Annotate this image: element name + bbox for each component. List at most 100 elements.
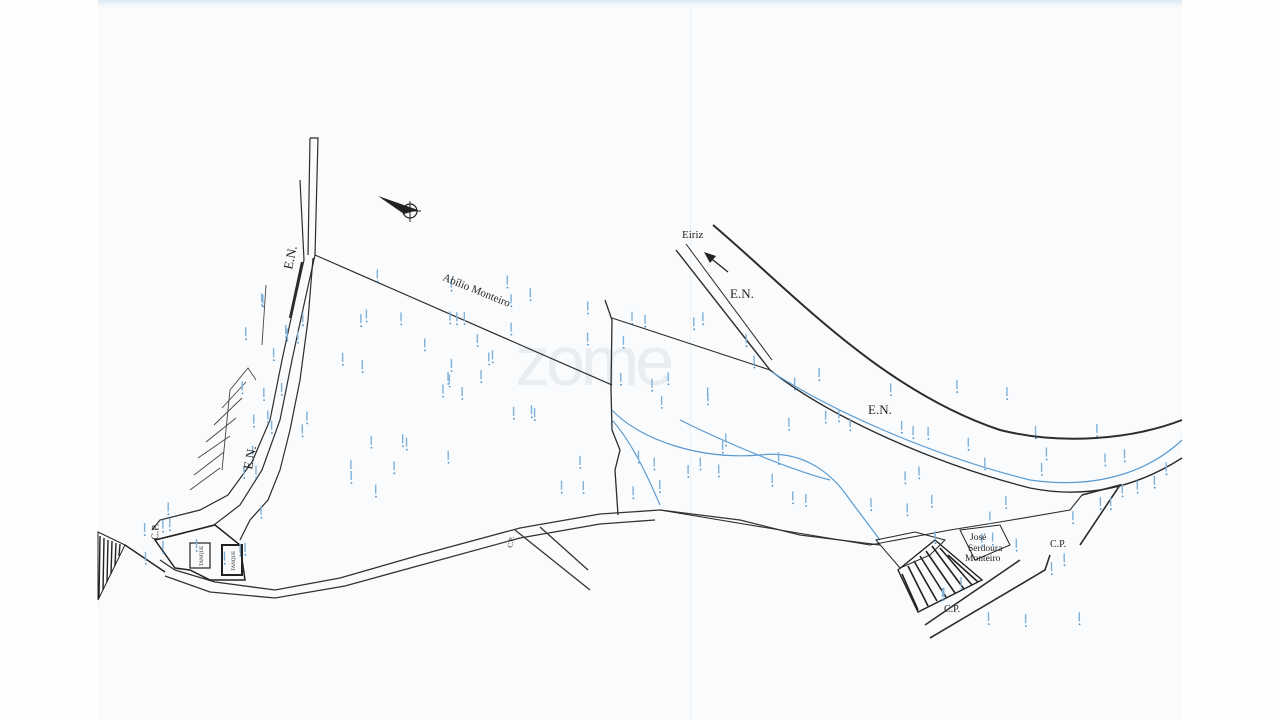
survey-point (1050, 573, 1053, 575)
survey-point (753, 366, 756, 369)
survey-point-tick (393, 461, 395, 471)
survey-point (450, 289, 453, 292)
survey-point-tick (442, 384, 444, 394)
survey-point-tick (904, 471, 906, 481)
survey-point-tick (261, 293, 263, 303)
tank-structures: TANQUE TANQUE (153, 524, 246, 581)
survey-point-tick (582, 481, 584, 491)
survey-point-tick (365, 309, 368, 319)
survey-point (659, 491, 661, 494)
survey-point (1153, 486, 1156, 489)
survey-point (370, 446, 373, 449)
survey-point (252, 456, 254, 459)
survey-point-tick (931, 494, 933, 504)
road-label-en-right: E.N. (868, 402, 892, 417)
survey-point-tick (934, 531, 936, 541)
survey-point (906, 514, 909, 517)
survey-point (405, 448, 408, 451)
survey-point (488, 363, 490, 366)
survey-point (967, 448, 970, 451)
survey-point-tick (793, 377, 796, 387)
survey-point (167, 513, 170, 516)
survey-point (1165, 473, 1168, 476)
survey-point-tick (1006, 387, 1008, 397)
survey-point-tick (771, 473, 773, 483)
creek-lines (611, 371, 1183, 541)
place-label-eiriz: Eiriz (682, 229, 703, 241)
survey-point (722, 451, 724, 454)
survey-point-tick (262, 294, 264, 304)
survey-point-tick (1121, 484, 1123, 494)
survey-point-tick (286, 328, 288, 338)
survey-point (195, 550, 198, 552)
road-label-en-upper: E.N. (280, 244, 300, 270)
survey-point-tick (169, 518, 171, 528)
survey-point-tick (587, 301, 589, 311)
survey-point-tick (162, 540, 164, 550)
survey-point (620, 383, 622, 386)
survey-point (818, 379, 821, 381)
survey-point-tick (195, 539, 198, 548)
survey-point (301, 435, 304, 438)
survey-point-tick (622, 335, 625, 345)
survey-point (376, 280, 379, 283)
survey-point (169, 529, 171, 532)
survey-point-tick (280, 382, 283, 392)
survey-point (653, 468, 656, 471)
survey-point (424, 349, 426, 352)
tank-2-label: TANQUE (232, 551, 237, 571)
survey-point (637, 461, 640, 464)
tank-1-label: TANQUE (200, 546, 205, 566)
survey-point-tick (890, 383, 892, 393)
survey-point (989, 522, 992, 525)
survey-point (934, 542, 937, 545)
survey-point (579, 467, 582, 469)
survey-point-tick (788, 417, 790, 427)
survey-point (263, 399, 265, 401)
survey-point (984, 468, 986, 471)
road-cp-lower (159, 509, 881, 599)
survey-point-tick (707, 392, 709, 402)
survey-point-tick (510, 294, 512, 304)
survey-point (702, 323, 705, 326)
survey-point (870, 509, 873, 512)
survey-point-tick (1104, 453, 1106, 463)
survey-point-tick (241, 381, 243, 391)
survey-point (1025, 625, 1027, 627)
survey-point (931, 505, 933, 508)
survey-point (1136, 491, 1139, 494)
survey-point (476, 345, 479, 347)
survey-point-tick (718, 464, 720, 474)
survey-point (718, 475, 720, 478)
survey-point (904, 482, 907, 485)
cp-label-right: C.P. (1050, 539, 1066, 550)
survey-point-tick (162, 519, 164, 529)
survey-point (1078, 623, 1081, 626)
survey-point (582, 492, 585, 494)
survey-point (286, 339, 289, 342)
survey-point (529, 299, 532, 302)
survey-point-tick (510, 322, 512, 332)
survey-point-tick (1063, 553, 1065, 563)
survey-point-tick (529, 288, 531, 298)
survey-point (375, 495, 377, 498)
survey-point (534, 419, 536, 421)
survey-point (513, 417, 515, 420)
survey-point (587, 312, 589, 315)
survey-point (360, 325, 363, 327)
survey-point-tick (270, 420, 273, 430)
cp-label-lower-right: C.P. (944, 604, 960, 615)
survey-point (1005, 507, 1008, 509)
hatched-building-left (97, 531, 166, 601)
survey-point-tick (272, 348, 275, 358)
survey-point (447, 461, 450, 464)
survey-point (1096, 435, 1099, 437)
tank-2 (221, 544, 243, 576)
survey-sheet (98, 0, 1182, 720)
survey-point (442, 395, 445, 398)
survey-point (838, 420, 840, 423)
survey-point-tick (1050, 562, 1053, 572)
survey-point (1063, 564, 1066, 567)
